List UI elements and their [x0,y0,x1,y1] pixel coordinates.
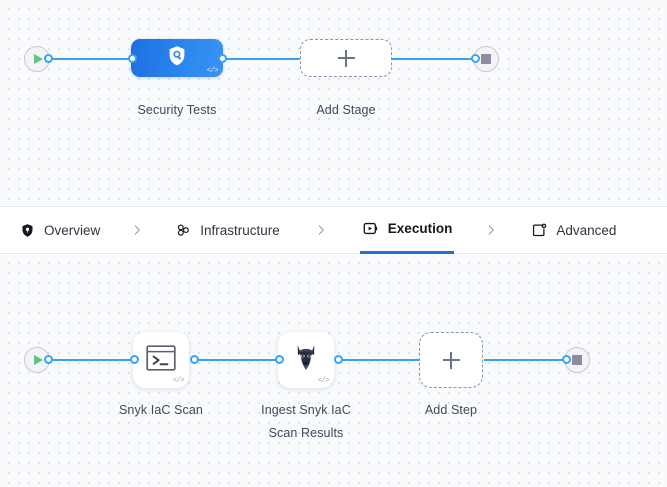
port-snyk-iac-scan-output[interactable] [190,355,199,364]
stage-pipeline-canvas[interactable]: </> Security Tests Add Stage [0,0,667,206]
stop-icon [481,54,491,64]
chevron-right-icon [120,223,154,237]
step-node-label-ingest-line2: Scan Results [268,426,344,440]
port-security-tests-input[interactable] [128,54,137,63]
port-security-tests-output[interactable] [218,54,227,63]
tab-infrastructure[interactable]: Infrastructure [172,207,282,254]
panel-gear-icon [530,221,548,239]
terminal-icon [146,344,176,376]
tab-label-advanced: Advanced [556,222,617,238]
step-node-ingest-snyk-iac-scan-results[interactable]: </> [278,332,334,388]
tab-advanced[interactable]: Advanced [528,207,618,254]
stage-node-label-security-tests: Security Tests [137,103,217,117]
shield-icon [18,221,36,239]
add-stage-button[interactable] [300,39,392,77]
add-stage-label: Add Stage [316,103,376,117]
tab-execution[interactable]: Execution [359,207,455,254]
code-badge: </> [172,377,185,385]
plus-icon [442,351,460,369]
edge-snyk-iac-scan-to-ingest [192,359,280,361]
doberman-head-icon [291,343,321,378]
chevron-right-icon-2 [304,223,338,237]
step-node-snyk-iac-scan[interactable]: </> [133,332,189,388]
port-ingest-output[interactable] [334,355,343,364]
port-end-input[interactable] [471,54,480,63]
code-badge: </> [206,67,219,75]
edge-ingest-to-add-step [336,359,420,361]
add-step-button[interactable] [419,332,483,388]
add-step-label: Add Step [424,403,478,417]
tab-label-infrastructure: Infrastructure [200,222,280,238]
edge-start-to-snyk-iac-scan [46,359,134,361]
port-snyk-iac-scan-input[interactable] [130,355,139,364]
play-icon [34,355,43,365]
port-start-output[interactable] [44,54,53,63]
chevron-right-icon-3 [474,223,508,237]
step-pipeline-canvas[interactable]: </> Snyk IaC Scan </> Ingest Snyk IaC Sc… [0,254,667,487]
edge-start-to-security-tests [46,58,132,60]
plus-icon [337,49,355,67]
step-node-label-ingest-line1: Ingest Snyk IaC [261,403,351,417]
step-node-label-snyk-iac-scan: Snyk IaC Scan [119,403,203,417]
tab-overview[interactable]: Overview [16,207,102,254]
port-step-start-output[interactable] [44,355,53,364]
pipeline-section-tabs[interactable]: Overview Infrastructure [0,206,667,254]
tab-label-execution: Execution [387,221,453,236]
play-in-square-icon [362,220,380,238]
cluster-nodes-icon [174,221,192,239]
port-step-end-input[interactable] [562,355,571,364]
edge-security-tests-to-add-stage [220,58,304,60]
play-icon [34,54,43,64]
stage-node-security-tests[interactable]: </> [131,39,223,77]
stop-icon [572,355,582,365]
code-badge: </> [317,377,330,385]
edge-add-stage-to-end [389,58,475,60]
edge-add-step-to-end [484,359,566,361]
tab-label-overview: Overview [44,222,101,238]
port-ingest-input[interactable] [275,355,284,364]
shield-search-icon [165,44,189,73]
